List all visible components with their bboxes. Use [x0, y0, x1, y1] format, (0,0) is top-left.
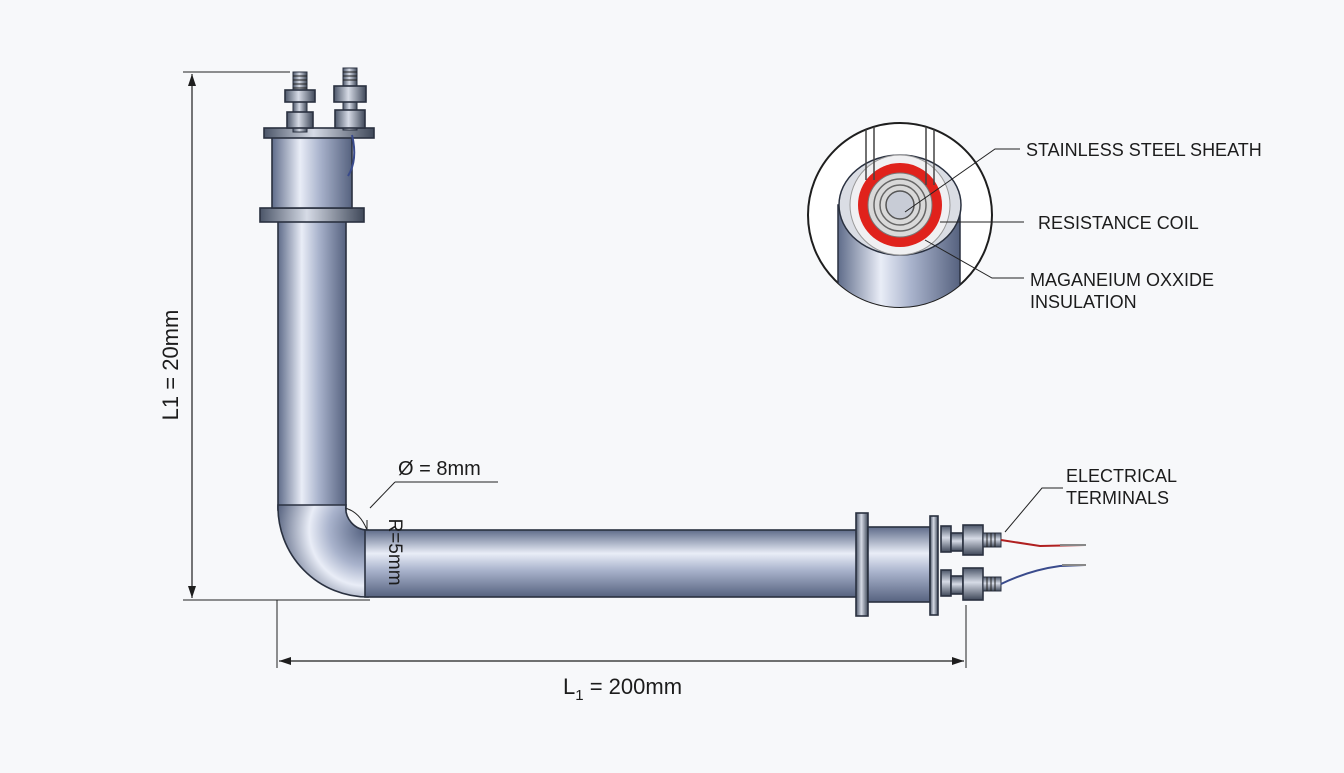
callout-sheath: STAINLESS STEEL SHEATH — [1026, 140, 1262, 160]
callout-terminals-line1: ELECTRICAL — [1066, 466, 1177, 486]
terminal-stud-left — [284, 71, 316, 133]
top-housing — [271, 135, 353, 209]
horizontal-length-label: L1 = 200mm — [563, 674, 682, 704]
labels: L1 = 20mm L1 = 200mm Ø = 8mm R=5mm STAIN… — [158, 140, 1262, 704]
end-flange-right — [929, 515, 939, 616]
heater-tube — [277, 219, 861, 598]
vertical-tube — [277, 219, 347, 511]
terminal-stud-right — [333, 67, 367, 131]
bend-radius-label: R=5mm — [384, 518, 405, 585]
top-fitting — [259, 67, 375, 223]
callout-terminals-line2: TERMINALS — [1066, 488, 1169, 508]
callout-insulation-line2: INSULATION — [1030, 292, 1137, 312]
horizontal-tube — [364, 529, 861, 598]
end-fitting — [855, 487, 1086, 617]
electrical-terminal-lower — [950, 564, 1086, 601]
end-flange-left — [855, 512, 869, 617]
tube-bend — [277, 504, 369, 598]
vertical-length-label: L1 = 20mm — [158, 310, 183, 421]
callout-insulation-line1: MAGANEIUM OXXIDE — [1030, 270, 1214, 290]
top-flange-upper — [263, 127, 375, 139]
callout-coil: RESISTANCE COIL — [1038, 213, 1199, 233]
electrical-terminal-upper — [950, 524, 1086, 556]
diameter-label: Ø = 8mm — [398, 458, 481, 480]
top-flange-lower — [259, 207, 365, 223]
cross-section-detail — [807, 122, 1024, 308]
end-housing — [867, 526, 931, 603]
